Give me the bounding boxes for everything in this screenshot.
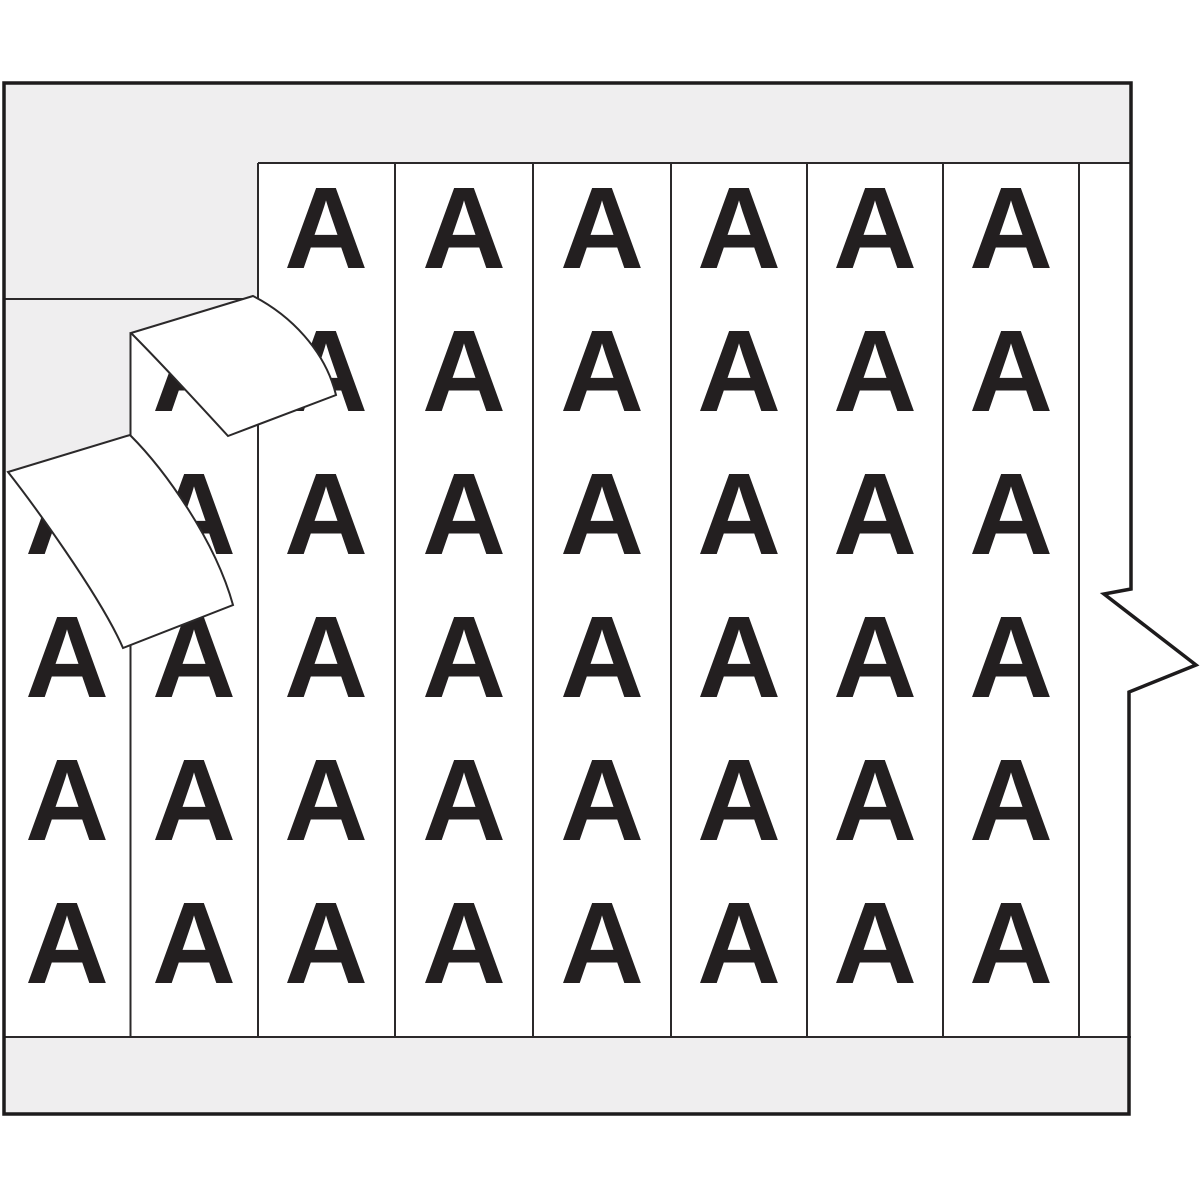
marker-letter: A — [697, 306, 781, 436]
marker-letter: A — [833, 735, 917, 865]
marker-letter: A — [422, 735, 506, 865]
marker-letter: A — [422, 163, 506, 293]
marker-letter: A — [697, 163, 781, 293]
marker-letter: A — [697, 878, 781, 1008]
marker-letter: A — [422, 449, 506, 579]
marker-letter: A — [25, 735, 109, 865]
marker-letter: A — [422, 878, 506, 1008]
marker-letter: A — [969, 163, 1053, 293]
marker-letter: A — [833, 306, 917, 436]
marker-letter: A — [969, 735, 1053, 865]
marker-letter: A — [833, 878, 917, 1008]
marker-letter: A — [833, 592, 917, 722]
marker-letter: A — [152, 878, 236, 1008]
card-outline-with-pull-tab-arrow — [2, 81, 1200, 1116]
marker-letter: A — [422, 306, 506, 436]
marker-letter: A — [697, 449, 781, 579]
marker-letter: A — [969, 306, 1053, 436]
marker-letter: A — [560, 306, 644, 436]
marker-letter: A — [560, 163, 644, 293]
marker-letters: AAAAAAAAAAAAAAAAAAAAAAAAAAAAAAAAAAAAAAAA… — [25, 163, 1053, 1008]
marker-letter: A — [969, 878, 1053, 1008]
peeling-labels — [6, 294, 338, 650]
marker-letter: A — [560, 735, 644, 865]
marker-letter: A — [560, 592, 644, 722]
marker-letter: A — [697, 592, 781, 722]
marker-letter: A — [25, 878, 109, 1008]
marker-letter: A — [152, 735, 236, 865]
marker-letter: A — [969, 592, 1053, 722]
marker-letter: A — [25, 592, 109, 722]
marker-letter: A — [284, 449, 368, 579]
peeling-label-upper — [129, 294, 338, 438]
marker-letter: A — [697, 735, 781, 865]
peeling-label-lower — [6, 433, 235, 650]
marker-letter: A — [560, 449, 644, 579]
marker-letter: A — [422, 592, 506, 722]
marker-letter: A — [833, 163, 917, 293]
die-cut-lines — [4, 162, 1131, 1038]
label-field — [258, 163, 1196, 1037]
marker-letter: A — [284, 592, 368, 722]
marker-letter: A — [284, 163, 368, 293]
marker-letter: A — [560, 878, 644, 1008]
marker-letter: A — [284, 735, 368, 865]
marker-letter: A — [969, 449, 1053, 579]
marker-letter: A — [833, 449, 917, 579]
marker-letter: A — [284, 878, 368, 1008]
